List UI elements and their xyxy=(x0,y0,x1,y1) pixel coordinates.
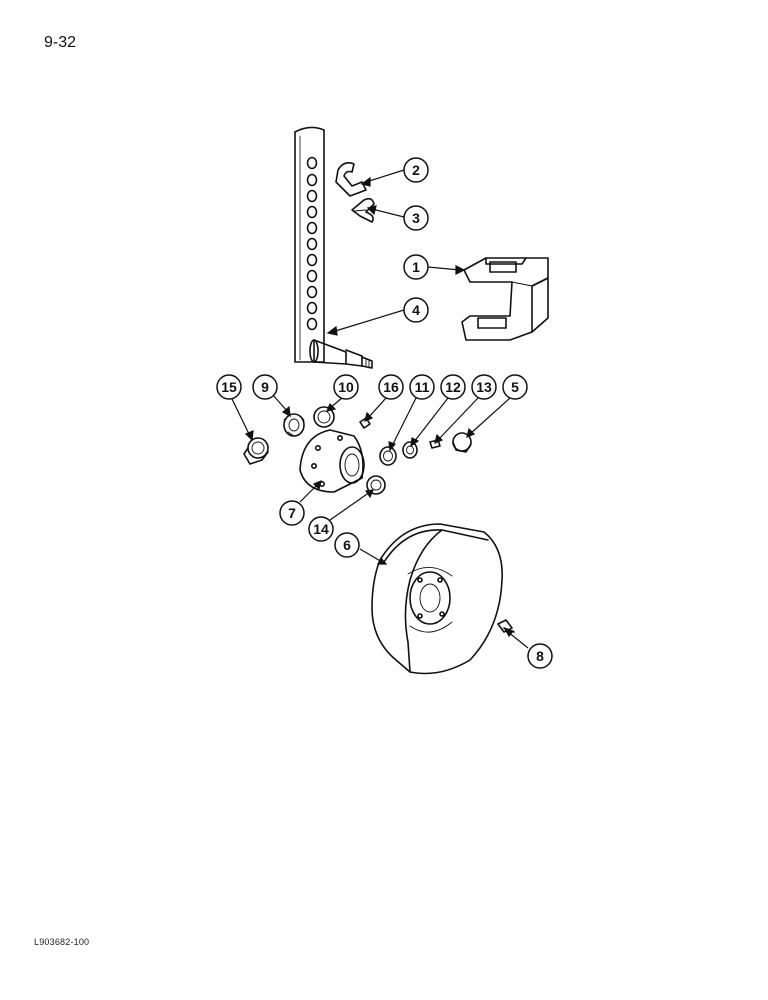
arrowhead-4 xyxy=(326,325,338,336)
callout-4-label: 4 xyxy=(412,302,420,318)
arrowhead-3 xyxy=(366,205,377,216)
callout-7-label: 7 xyxy=(288,505,296,521)
arrowhead-14 xyxy=(364,489,374,499)
leader-line-9 xyxy=(271,393,289,413)
arrowhead-1 xyxy=(455,265,466,275)
callout-6: 6 xyxy=(334,532,360,558)
figure-id: L903682-100 xyxy=(34,937,90,947)
callout-12-label: 12 xyxy=(445,379,461,395)
callout-5-label: 5 xyxy=(511,379,519,395)
roller-bearing-part-9 xyxy=(283,413,305,437)
callout-9-label: 9 xyxy=(261,379,269,395)
leader-line-8 xyxy=(507,631,529,649)
leader-line-2 xyxy=(365,169,405,183)
callout-6-label: 6 xyxy=(343,537,351,553)
leader-line-3 xyxy=(371,208,405,218)
leader-line-4 xyxy=(331,309,405,333)
callout-11-label: 11 xyxy=(415,379,430,395)
arrowhead-12 xyxy=(410,437,420,448)
seal-part-14 xyxy=(366,475,386,495)
leader-line-14 xyxy=(329,491,371,521)
callout-16: 16 xyxy=(378,374,404,400)
callout-2: 2 xyxy=(403,157,429,183)
leader-line-5 xyxy=(469,397,511,435)
bearing-cup-part-15 xyxy=(243,437,269,465)
standard-spindle-part xyxy=(294,126,373,369)
callout-14: 14 xyxy=(308,516,334,542)
arrowhead-2 xyxy=(360,176,371,187)
bearing-cup-part-10 xyxy=(313,406,335,428)
callout-12: 12 xyxy=(440,374,466,400)
arrowhead-9 xyxy=(281,405,291,418)
callout-16-label: 16 xyxy=(383,379,399,395)
callout-1: 1 xyxy=(403,254,429,280)
leader-line-15 xyxy=(231,398,251,437)
leader-line-13 xyxy=(437,397,479,441)
callout-11: 11 xyxy=(409,374,435,400)
arrowhead-16 xyxy=(364,411,374,423)
leader-line-1 xyxy=(427,266,461,271)
arrowhead-13 xyxy=(434,433,444,445)
arrowhead-6 xyxy=(377,556,388,565)
leader-line-12 xyxy=(413,397,449,443)
leader-line-16 xyxy=(367,397,387,419)
callout-10-label: 10 xyxy=(338,379,354,395)
callout-2-label: 2 xyxy=(412,162,420,178)
callout-3-label: 3 xyxy=(412,210,420,226)
wheel-rim-part-6 xyxy=(371,523,503,675)
callout-8-label: 8 xyxy=(536,648,544,664)
callout-15-label: 15 xyxy=(221,379,237,395)
bracket-part xyxy=(461,257,549,341)
leader-line-7 xyxy=(299,483,319,503)
callout-4: 4 xyxy=(403,297,429,323)
roller-bearing-part-12 xyxy=(402,441,418,459)
leader-line-6 xyxy=(359,548,383,563)
arrowhead-15 xyxy=(244,430,254,442)
callout-9: 9 xyxy=(252,374,278,400)
callout-13: 13 xyxy=(471,374,497,400)
arrowhead-11 xyxy=(388,441,397,452)
pin-part xyxy=(335,162,367,197)
callout-14-label: 14 xyxy=(313,521,329,537)
callout-10: 10 xyxy=(333,374,359,400)
arrowhead-7 xyxy=(312,479,322,491)
arrowhead-8 xyxy=(503,628,515,638)
dust-cap-part-5 xyxy=(452,432,472,453)
hub-part-7 xyxy=(299,429,365,493)
page-number: 9-32 xyxy=(44,34,77,51)
arrowhead-10 xyxy=(325,402,337,412)
callout-8: 8 xyxy=(527,643,553,669)
callout-5: 5 xyxy=(502,374,528,400)
clip-part xyxy=(351,197,375,223)
callout-13-label: 13 xyxy=(476,379,492,395)
callout-1-label: 1 xyxy=(412,259,420,275)
leader-line-11 xyxy=(391,397,417,447)
arrowhead-5 xyxy=(466,427,476,439)
callout-15: 15 xyxy=(216,374,242,400)
bearing-cup-part-11 xyxy=(379,446,397,466)
callout-3: 3 xyxy=(403,205,429,231)
callout-7: 7 xyxy=(279,500,305,526)
